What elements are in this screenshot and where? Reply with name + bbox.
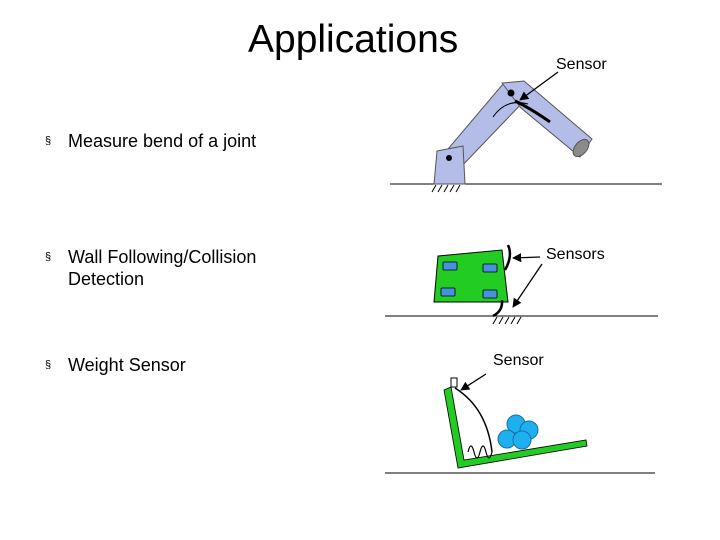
bottom-whisker-sensor — [492, 299, 504, 318]
arm-end-cap — [572, 138, 590, 158]
bullet-marker: § — [45, 135, 52, 147]
robot-sensor-arrow-1 — [512, 253, 541, 263]
spring-icon — [467, 445, 493, 459]
arm-base — [433, 145, 466, 185]
arm-sensor-label: Sensor — [556, 56, 607, 73]
bullet-text: Measure bend of a joint — [68, 131, 257, 151]
wall-following-diagram — [385, 244, 658, 325]
hinge-block — [450, 377, 458, 388]
bend-sensor-strip — [514, 99, 551, 124]
robot-sensors-label: Sensors — [546, 246, 605, 263]
robot-wheels — [440, 261, 498, 299]
ground-hatch — [492, 316, 522, 325]
bullet-text: Weight Sensor — [68, 355, 186, 375]
bullet-marker: § — [45, 359, 52, 371]
weight-sensor-diagram — [385, 373, 655, 474]
bullet-text-line-1: Wall Following/Collision — [68, 247, 257, 267]
weight-sensor-label: Sensor — [493, 352, 544, 369]
front-whisker-sensor — [503, 244, 512, 271]
weight-balls — [497, 414, 539, 450]
weight-sensor-strip — [454, 387, 493, 453]
base-joint-pivot — [446, 155, 452, 161]
bend-angle-arc — [492, 102, 529, 118]
elbow-joint-pivot — [507, 89, 515, 97]
weight-sensor-arrow — [460, 373, 487, 391]
bullet-marker: § — [45, 251, 52, 263]
bullet-text-line-2: Detection — [68, 269, 145, 289]
robot-arm-diagram — [390, 71, 662, 193]
ground-hatch — [431, 184, 461, 193]
slide-title: Applications — [248, 18, 459, 61]
arm-sensor-arrow — [519, 71, 559, 101]
robot-sensor-arrow-2 — [512, 263, 543, 308]
